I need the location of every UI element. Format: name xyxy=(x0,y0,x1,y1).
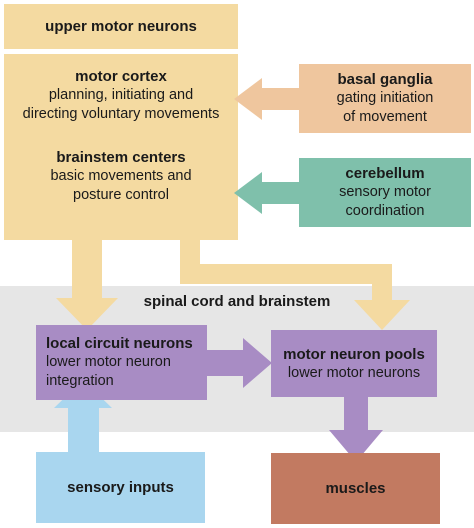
local-circuit-line-1: lower motor neuron xyxy=(46,354,171,370)
sensory-inputs-box: sensory inputs xyxy=(36,452,205,523)
cerebellum-line-2: coordination xyxy=(345,203,425,219)
arrow-pools-to-muscles xyxy=(329,397,383,462)
upper-motor-block xyxy=(4,54,238,240)
basal-ganglia-line-2: of movement xyxy=(343,109,427,125)
motor-pools-title: motor neuron pools xyxy=(283,345,425,363)
motor-cortex-line-2: directing voluntary movements xyxy=(22,105,220,122)
cerebellum-line-1: sensory motor xyxy=(339,184,431,200)
sensory-inputs-title: sensory inputs xyxy=(67,479,174,496)
upper-motor-neurons-title: upper motor neurons xyxy=(45,18,197,35)
arrow-upper-to-pools xyxy=(180,240,410,330)
muscles-title: muscles xyxy=(325,480,386,497)
arrow-cerebellum-to-brainstem xyxy=(234,172,299,214)
local-circuit-neurons-box: local circuit neurons lower motor neuron… xyxy=(36,325,207,400)
muscles-box: muscles xyxy=(271,453,440,524)
brainstem-centers-line-2: posture control xyxy=(73,186,169,203)
basal-ganglia-line-1: gating initiation xyxy=(336,90,434,106)
cerebellum-title: cerebellum xyxy=(345,165,425,182)
motor-pools-box-bg xyxy=(271,330,437,397)
local-circuit-box-bg xyxy=(36,325,207,400)
local-circuit-title: local circuit neurons xyxy=(46,335,193,352)
motor-cortex-line-1: planning, initiating and xyxy=(48,86,194,103)
arrow-local-to-pools xyxy=(207,338,272,388)
basal-ganglia-title: basal ganglia xyxy=(337,71,433,88)
arrow-basal-to-cortex xyxy=(234,78,299,120)
upper-motor-neurons-box: upper motor neurons xyxy=(4,4,238,49)
cerebellum-box: cerebellum sensory motor coordination xyxy=(299,158,471,227)
local-circuit-line-2: integration xyxy=(46,373,114,389)
brainstem-centers-block: brainstem centers basic movements and po… xyxy=(4,146,238,206)
spinal-cord-brainstem-label: spinal cord and brainstem xyxy=(143,293,331,310)
basal-ganglia-box: basal ganglia gating initiation of movem… xyxy=(299,64,471,133)
motor-cortex-title: motor cortex xyxy=(75,67,167,85)
brainstem-centers-line-1: basic movements and xyxy=(50,167,192,184)
motor-neuron-pools-box: motor neuron pools lower motor neurons xyxy=(271,330,437,397)
arrow-upper-to-local xyxy=(56,240,118,330)
sensory-box-bg xyxy=(36,452,205,523)
brainstem-centers-title: brainstem centers xyxy=(56,148,186,166)
motor-cortex-block: motor cortex planning, initiating and di… xyxy=(4,60,238,130)
motor-pools-line-1: lower motor neurons xyxy=(287,364,421,381)
